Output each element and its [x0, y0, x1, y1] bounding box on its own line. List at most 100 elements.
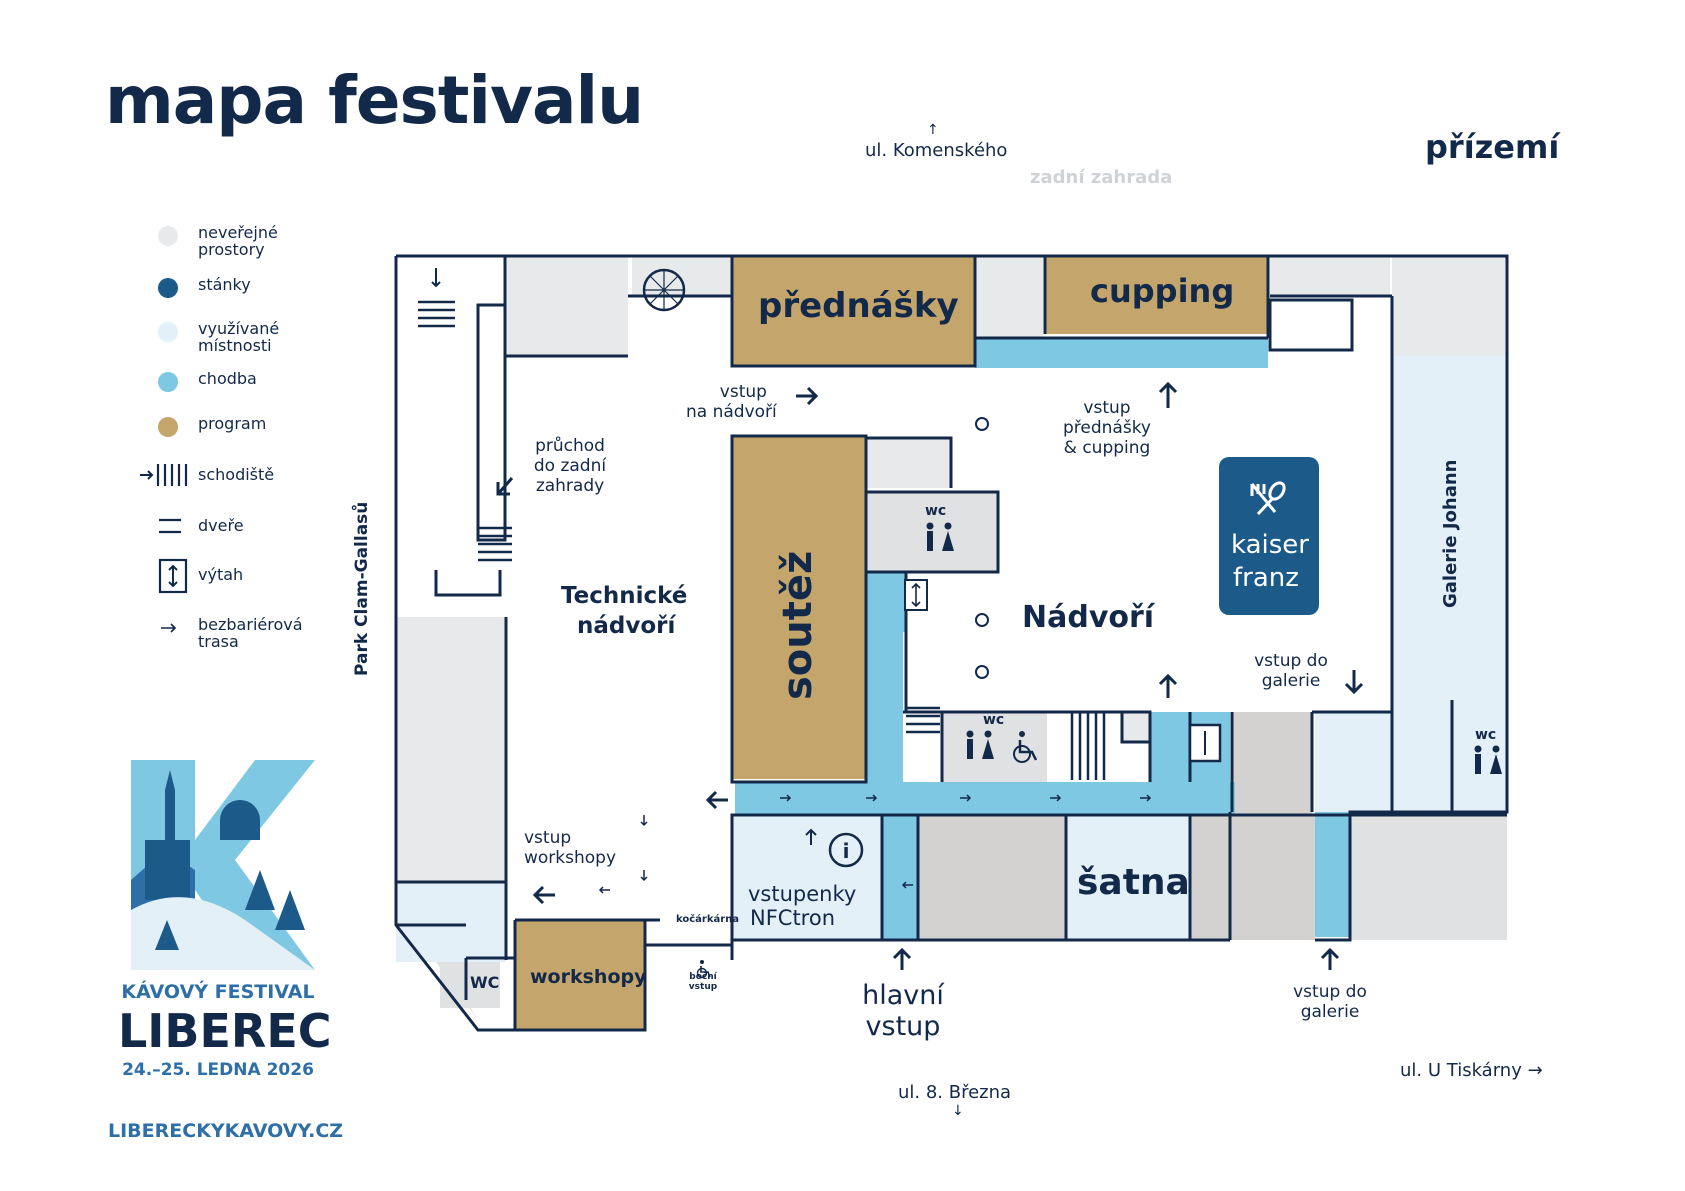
room-soutez: soutěž — [775, 550, 821, 700]
stall-kaiser-2: franz — [1233, 563, 1299, 593]
legend-label: dveře — [198, 516, 244, 535]
legend-swatch — [158, 417, 178, 437]
wc-label: wc — [925, 503, 947, 519]
room-technicke-1: Technické — [561, 583, 688, 609]
direction-arrows — [431, 268, 1364, 970]
room-nadvori: Nádvoří — [1022, 600, 1155, 635]
wc-icon — [926, 522, 1502, 774]
wc-label: wc — [1475, 727, 1497, 743]
passage-garden-label: průchod do zadní zahrady — [530, 436, 610, 496]
cutlery-icon — [1250, 481, 1286, 516]
north-arrow: ↑ — [927, 122, 939, 138]
label-line: vstup — [688, 982, 718, 992]
label-line: hlavní — [862, 980, 944, 1011]
legend-label: neveřejné prostory — [198, 223, 278, 259]
spiral-stairs-detail — [644, 270, 684, 310]
legend-label: schodiště — [198, 465, 275, 484]
room-prednasky: přednášky — [758, 286, 959, 326]
main-entrance-label: hlavní vstup — [853, 980, 953, 1042]
label-line: workshopy — [524, 848, 617, 868]
legend-label: chodba — [198, 369, 257, 388]
arrow-left-icon — [705, 790, 728, 810]
legend-swatch — [158, 372, 178, 392]
side-entrance-label: boční vstup — [686, 972, 720, 992]
label-line: do zadní — [533, 456, 607, 476]
label-line: vstup do — [1293, 982, 1367, 1002]
label-line: & cupping — [1063, 438, 1151, 458]
legend-label: program — [198, 414, 267, 433]
label-line: na nádvoří — [686, 402, 777, 422]
label-line: boční — [689, 972, 717, 982]
festival-logo — [125, 760, 325, 970]
elevator-icon — [158, 558, 188, 594]
stroller-room-label: kočárkárna — [676, 914, 740, 925]
tickets-label-2: NFCtron — [750, 906, 836, 930]
tickets-label-1: vstupenky — [748, 882, 857, 906]
legend-swatch — [158, 226, 178, 246]
room-satna: šatna — [1077, 862, 1190, 903]
label-line: vstup do — [1254, 651, 1328, 671]
arrow-up-icon — [892, 947, 912, 970]
elevator-icon — [904, 579, 1222, 763]
pillars — [975, 417, 989, 679]
svg-text:i: i — [843, 839, 850, 863]
label-line: galerie — [1261, 671, 1321, 691]
page-title: mapa festivalu — [105, 62, 644, 139]
logo-line-2: LIBEREC — [118, 1004, 332, 1058]
entrance-courtyard-label: vstup na nádvoří — [686, 382, 777, 422]
back-garden-label: zadní zahrada — [1030, 167, 1173, 188]
arrow-right-icon — [796, 386, 819, 406]
room-technicke-2: nádvoří — [577, 613, 676, 639]
arrow-up-icon — [1158, 673, 1178, 698]
entrance-gallery-south-label: vstup do galerie — [1285, 982, 1375, 1022]
arrow-up-icon — [1320, 947, 1340, 970]
label-line: zahrady — [535, 476, 605, 496]
street-south: ul. 8. Března — [898, 1082, 1012, 1103]
logo-url[interactable]: LIBERECKYKAVOVY.CZ — [108, 1120, 344, 1142]
label-line: vstup — [865, 1011, 941, 1042]
grey-rooms — [918, 712, 1507, 940]
wheelchair-icon — [696, 731, 1038, 979]
stall-kaiser-1: kaiser — [1231, 530, 1309, 560]
arrow-down-icon — [1344, 670, 1364, 695]
stairs-icon — [140, 464, 188, 486]
entrance-workshops-label: vstup workshopy — [524, 828, 616, 868]
legend-label: bezbariérová trasa — [198, 615, 303, 651]
logo-line-3: 24.–25. LEDNA 2026 — [122, 1060, 314, 1080]
legend-label: výtah — [198, 565, 244, 584]
label-line: vstup — [1083, 398, 1131, 418]
info-icon: i — [805, 828, 864, 868]
street-north: ul. Komenského — [865, 140, 1008, 161]
room-cupping: cupping — [1090, 272, 1235, 310]
kaiser-franz-stall — [1219, 457, 1319, 615]
entrance-lectures-label: vstup přednášky & cupping — [1052, 398, 1162, 458]
walls — [394, 254, 1509, 1032]
arrow-down-left-icon — [496, 477, 514, 496]
label-line: vstup — [719, 382, 767, 402]
barrier-free-route-arrows — [598, 794, 1152, 894]
street-east: ul. U Tiskárny → — [1400, 1060, 1543, 1081]
legend-swatch — [158, 278, 178, 298]
door-icon — [159, 518, 181, 534]
arrow-up-icon — [1158, 381, 1178, 408]
legend-label: využívané místnosti — [198, 319, 280, 355]
arrow-down-icon — [431, 268, 441, 288]
wc-label: wc — [983, 712, 1005, 728]
label-line: galerie — [1300, 1002, 1360, 1022]
program-rooms — [515, 256, 1267, 1030]
room-workshopy: workshopy — [530, 966, 647, 988]
floor-label: přízemí — [1425, 128, 1560, 166]
entrance-gallery-label: vstup do galerie — [1246, 651, 1336, 691]
logo-k-icon — [131, 760, 315, 970]
legend-label: stánky — [198, 275, 251, 294]
corridors — [735, 338, 1350, 940]
used-rooms — [396, 356, 1507, 962]
arrow-right-icon — [161, 623, 177, 633]
wc-label: WC — [470, 973, 500, 992]
room-galerie-johann: Galerie Johann — [1440, 459, 1461, 608]
label-line: průchod — [535, 436, 605, 456]
arrow-left-icon — [532, 885, 555, 905]
legend-swatch — [158, 322, 178, 342]
label-line: přednášky — [1062, 418, 1151, 438]
